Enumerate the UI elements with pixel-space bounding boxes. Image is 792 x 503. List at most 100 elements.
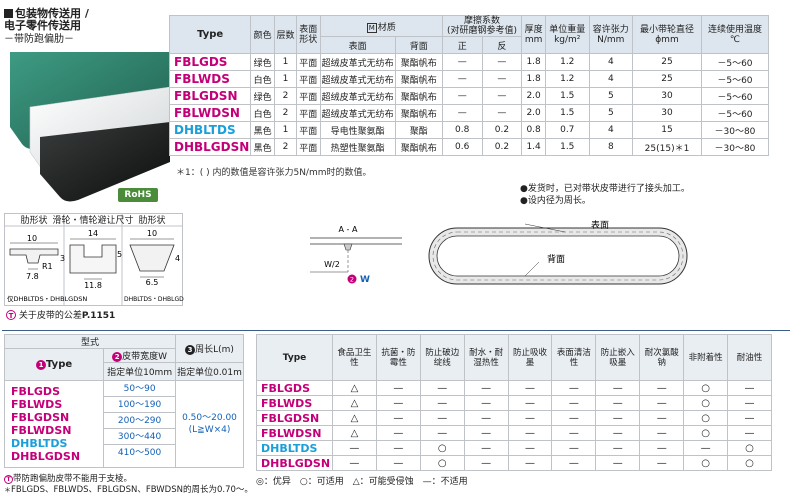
ptab-value-cell: —	[595, 380, 641, 396]
belt-section-diagram: A - A W/2 2 W	[310, 225, 402, 285]
spec-friction-front-cell: —	[441, 53, 483, 71]
ptab-value-cell: ○	[683, 425, 729, 441]
spec-friction-front-cell: —	[441, 87, 483, 105]
ptab-value-cell: —	[375, 395, 421, 411]
spec-type-cell: DHBLGDSN	[168, 138, 252, 156]
spec-shape-cell: 平面	[295, 87, 321, 105]
ttab-type-item: DHBLTDS	[11, 437, 68, 450]
spec-thickness-cell: 1.4	[521, 138, 546, 156]
symbol-legend: ◎：优异 ○：可适用 △：可能受侵蚀 —：不适用	[256, 477, 468, 487]
tol-ref-link[interactable]: P.1151	[81, 311, 116, 321]
belt-illustration	[10, 52, 170, 202]
spec-layers-cell: 1	[274, 121, 297, 139]
asterisk-icon: ＊	[4, 486, 11, 494]
ptab-value-cell: —	[639, 380, 685, 396]
spec-layers-cell: 1	[274, 70, 297, 88]
spec-back-cell: 聚酯帆布	[394, 53, 443, 71]
ptab-value-cell: —	[595, 455, 641, 471]
rib-shape-1	[9, 242, 59, 270]
ptab-row: DHBLTDS——○——————○	[256, 440, 772, 456]
shipping-note-2: ●设内径为周长。	[520, 196, 591, 206]
xs-h2: 滑轮・情轮避让尺寸	[52, 214, 133, 226]
spec-friction-front-cell: —	[441, 70, 483, 88]
section-divider	[2, 330, 790, 331]
spec-back-cell: 聚酯	[394, 121, 443, 139]
spec-pulley-cell: 30	[632, 104, 702, 122]
ptab-h-prop: 抗菌・防霉性	[375, 334, 421, 381]
ptab-type-cell: FBLGDS	[256, 380, 333, 396]
ptab-value-cell: —	[639, 410, 685, 426]
ptab-row: DHBLGDSN——○—————○○	[256, 455, 772, 471]
spec-back-cell: 聚酯帆布	[394, 70, 443, 88]
ptab-row: FBLWDSN△———————○—	[256, 425, 772, 441]
spec-tension-cell: 4	[588, 70, 634, 88]
ptab-h-prop: 表面清洁性	[551, 334, 597, 381]
xs-d5: 5	[117, 250, 122, 259]
ptab-h-type: Type	[256, 334, 333, 381]
ptab-value-cell: —	[595, 440, 641, 456]
spec-tension-cell: 5	[588, 87, 634, 105]
ptab-value-cell: ○	[419, 440, 465, 456]
title-block: 包装物传送用 / 电子零件传送用 －带防跑偏肋－	[4, 8, 154, 46]
spec-h-mat-back: 背面	[394, 36, 443, 54]
ptab-type-cell: DHBLGDSN	[256, 455, 333, 471]
ptab-value-cell: —	[507, 440, 553, 456]
ptab-value-cell: —	[331, 440, 377, 456]
ptab-value-cell: —	[639, 425, 685, 441]
spec-temp-cell: －30～80	[700, 121, 770, 139]
ptab-value-cell: —	[507, 425, 553, 441]
ptab-value-cell: —	[419, 380, 465, 396]
xs-d65: 6.5	[146, 278, 159, 287]
spec-type-cell: FBLWDS	[168, 70, 252, 88]
spec-h-temp: 连续使用温度℃	[700, 15, 770, 54]
spec-type-cell: FBLGDS	[168, 53, 252, 71]
belt-w2: W/2	[324, 260, 340, 269]
spec-pulley-cell: 15	[632, 121, 702, 139]
spec-thickness-cell: 2.0	[521, 87, 546, 105]
spec-friction-back-cell: —	[481, 104, 523, 122]
spec-color-cell: 绿色	[250, 87, 276, 105]
spec-surface-cell: 导电性聚氨酯	[319, 121, 396, 139]
ptab-value-cell: —	[375, 380, 421, 396]
ptab-value-cell: —	[639, 455, 685, 471]
ptab-value-cell: △	[331, 410, 377, 426]
ttab-type-item: FBLWDS	[11, 398, 63, 411]
spec-color-cell: 黑色	[250, 138, 276, 156]
ptab-h-prop: 食品卫生性	[331, 334, 377, 381]
ptab-value-cell: —	[727, 395, 772, 411]
ptab-value-cell: —	[375, 440, 421, 456]
ptab-value-cell: —	[551, 395, 597, 411]
spec-h-color: 颜色	[250, 15, 276, 54]
xs-h3: 肋形状	[138, 214, 165, 226]
spec-weight-cell: 0.7	[544, 121, 590, 139]
spec-shape-cell: 平面	[295, 70, 321, 88]
ptab-row: FBLGDS△———————○—	[256, 380, 772, 396]
spec-friction-back-cell: —	[481, 87, 523, 105]
ptab-value-cell: —	[551, 410, 597, 426]
shipping-notes: ●发货时，已对带状皮带进行了接头加工。 ●设内径为周长。	[520, 183, 690, 207]
loop-belt-diagram: 表面 背面	[428, 219, 688, 285]
material-m-icon: M	[366, 22, 377, 33]
spec-layers-cell: 2	[274, 87, 297, 105]
ptab-value-cell: ○	[683, 395, 729, 411]
ptab-value-cell: —	[639, 395, 685, 411]
spec-footnote: ＊1：( ) 内的数值是容许张力5N/mm时的数值。	[176, 168, 372, 178]
spec-pulley-cell: 30	[632, 87, 702, 105]
ptab-type-cell: FBLGDSN	[256, 410, 333, 426]
xs-d118: 11.8	[84, 281, 102, 290]
badge-2-icon: 2	[112, 352, 123, 362]
ptab-value-cell: —	[551, 440, 597, 456]
ptab-h-prop: 防止嵌入吸墨	[595, 334, 641, 381]
ptab-value-cell: △	[331, 425, 377, 441]
spec-thickness-cell: 0.8	[521, 121, 546, 139]
spec-shape-cell: 平面	[295, 121, 321, 139]
spec-color-cell: 黑色	[250, 121, 276, 139]
